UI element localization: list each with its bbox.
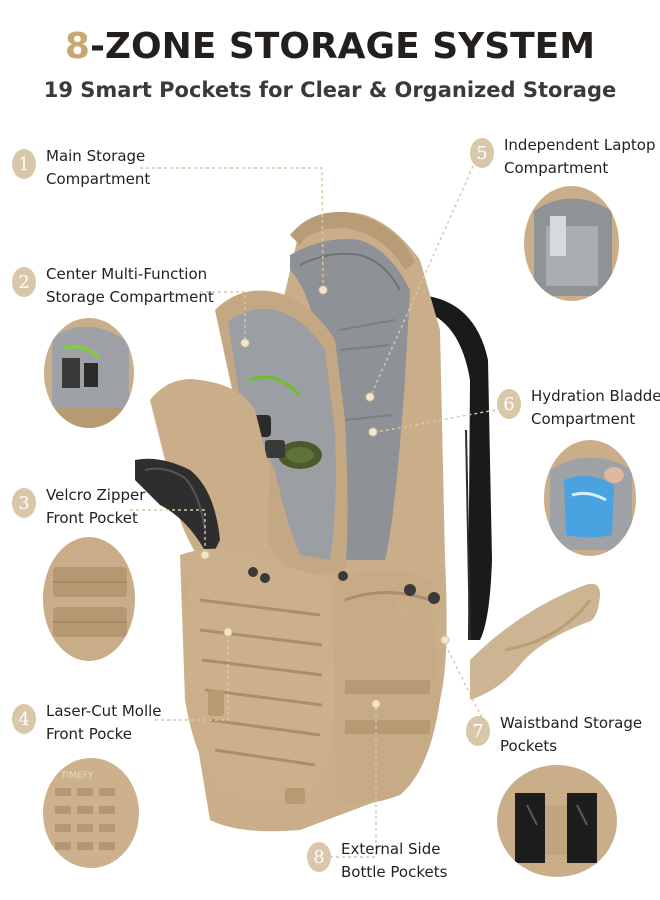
- thumb-laptop-compartment: [524, 186, 619, 301]
- molle-webbing: [199, 598, 323, 767]
- shoulder-strap: [420, 295, 492, 640]
- zone-number-badge: 5: [470, 138, 494, 168]
- zone-number-badge: 1: [12, 149, 36, 179]
- zipper-pulls: [248, 567, 440, 604]
- zone-number-badge: 6: [497, 389, 521, 419]
- center-compartment-lining: [228, 308, 336, 560]
- top-handle: [290, 211, 415, 270]
- page-subtitle: 19 Smart Pockets for Clear & Organized S…: [43, 78, 617, 102]
- zone-number-badge: 8: [307, 842, 331, 872]
- thumb-waistband-pockets: [497, 765, 617, 877]
- leader-lines: [130, 154, 496, 858]
- laptop-compartment-lining: [290, 239, 410, 560]
- thumb-center-compartment: [44, 318, 134, 428]
- zone-number-badge: 2: [12, 267, 36, 297]
- front-velcro-pocket: [150, 379, 270, 590]
- zone-number-badge: 3: [12, 488, 36, 518]
- zone-number-badge: 7: [466, 716, 490, 746]
- zone-markers: [200, 285, 450, 709]
- brand-patch: TIMEFY: [60, 771, 94, 781]
- thumb-hydration-bladder: [544, 440, 636, 556]
- thumb-velcro-pocket: [43, 537, 135, 661]
- thumb-molle-panel: TIMEFY: [43, 758, 139, 868]
- zone-number-badge: 4: [12, 704, 36, 734]
- page-title: 8-ZONE STORAGE SYSTEM: [64, 26, 596, 67]
